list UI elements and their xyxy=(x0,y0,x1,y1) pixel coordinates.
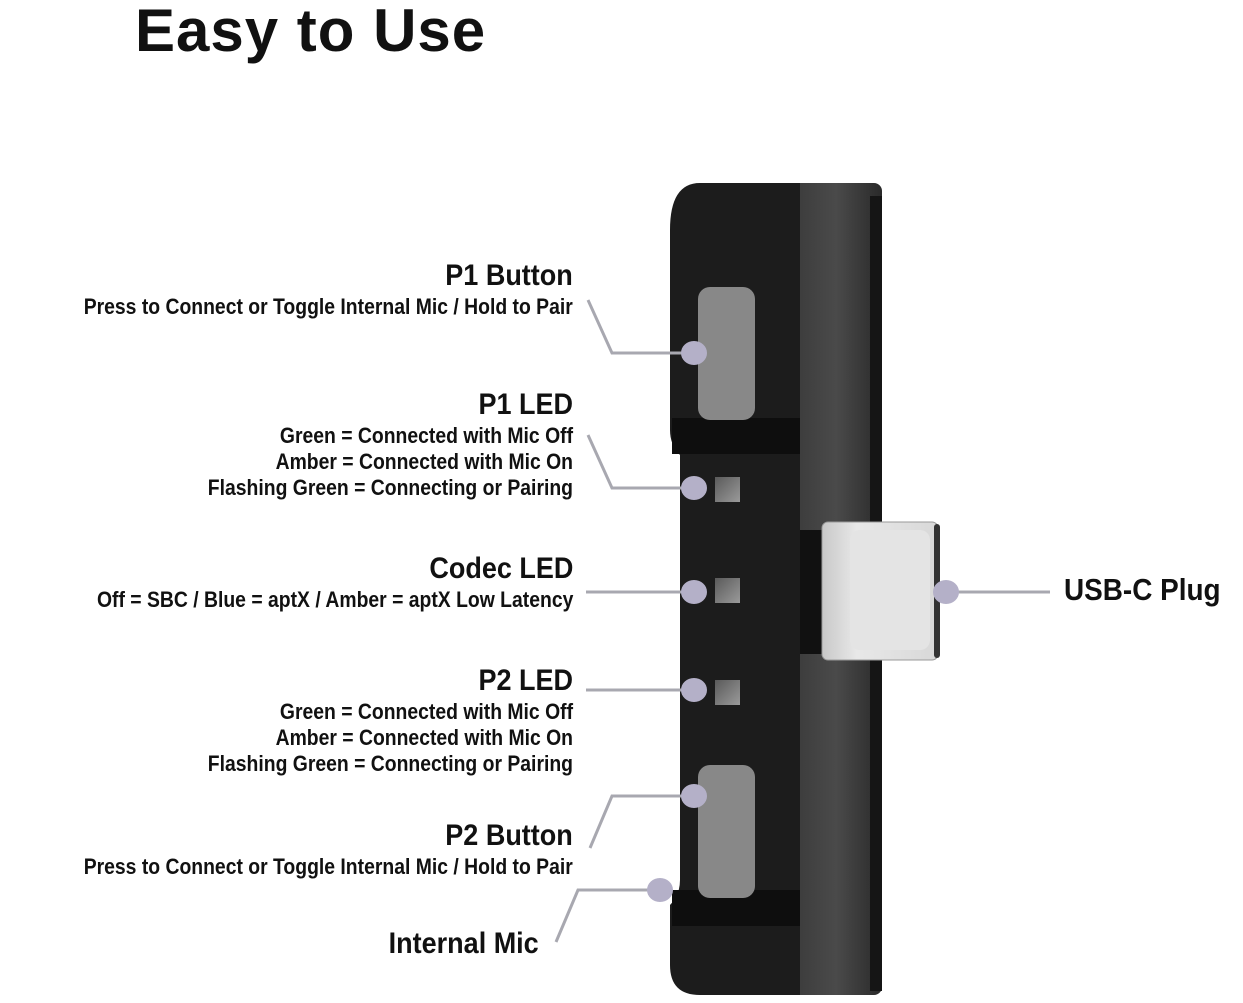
desc: Flashing Green = Connecting or Pairing xyxy=(207,751,573,776)
callout-p1-led: P1 LED Green = Connected with Mic Off Am… xyxy=(158,387,573,501)
label: P1 Button xyxy=(445,259,573,292)
label: Codec LED xyxy=(428,552,573,585)
desc: Flashing Green = Connecting or Pairing xyxy=(207,475,573,500)
p1-led xyxy=(715,477,740,502)
desc: Green = Connected with Mic Off xyxy=(279,423,573,448)
dot-codec-led xyxy=(681,580,707,604)
leader-internal-mic xyxy=(554,888,660,943)
dot-p2-button xyxy=(681,784,707,808)
desc: Press to Connect or Toggle Internal Mic … xyxy=(83,294,573,319)
page-title: Easy to Use xyxy=(135,0,487,64)
p2-button xyxy=(698,765,755,898)
usb-c-plug-highlight xyxy=(850,530,930,650)
label: Internal Mic xyxy=(388,927,539,960)
label: P2 Button xyxy=(445,819,573,852)
leader-p2-button xyxy=(588,794,694,849)
callout-p1-button: P1 Button Press to Connect or Toggle Int… xyxy=(17,258,573,320)
dot-usb-c xyxy=(933,580,959,604)
leader-p1-led xyxy=(586,434,694,490)
label: P2 LED xyxy=(478,664,573,697)
callout-internal-mic: Internal Mic xyxy=(372,926,539,962)
desc: Off = SBC / Blue = aptX / Amber = aptX L… xyxy=(96,587,573,612)
dot-p2-led xyxy=(681,678,707,702)
leader-p1-button xyxy=(586,299,694,355)
label: P1 LED xyxy=(478,388,573,421)
desc: Amber = Connected with Mic On xyxy=(275,725,573,750)
dot-p1-button xyxy=(681,341,707,365)
desc: Green = Connected with Mic Off xyxy=(279,699,573,724)
callout-usb-c: USB-C Plug xyxy=(1064,572,1221,607)
body-groove-top xyxy=(672,418,800,454)
callout-p2-led: P2 LED Green = Connected with Mic Off Am… xyxy=(158,663,573,777)
dot-p1-led xyxy=(681,476,707,500)
callout-codec-led: Codec LED Off = SBC / Blue = aptX / Ambe… xyxy=(32,551,573,613)
desc: Amber = Connected with Mic On xyxy=(275,449,573,474)
codec-led xyxy=(715,578,740,603)
p1-button xyxy=(698,287,755,420)
callout-p2-button: P2 Button Press to Connect or Toggle Int… xyxy=(17,818,573,880)
p2-led xyxy=(715,680,740,705)
dot-internal-mic xyxy=(647,878,673,902)
desc: Press to Connect or Toggle Internal Mic … xyxy=(83,854,573,879)
